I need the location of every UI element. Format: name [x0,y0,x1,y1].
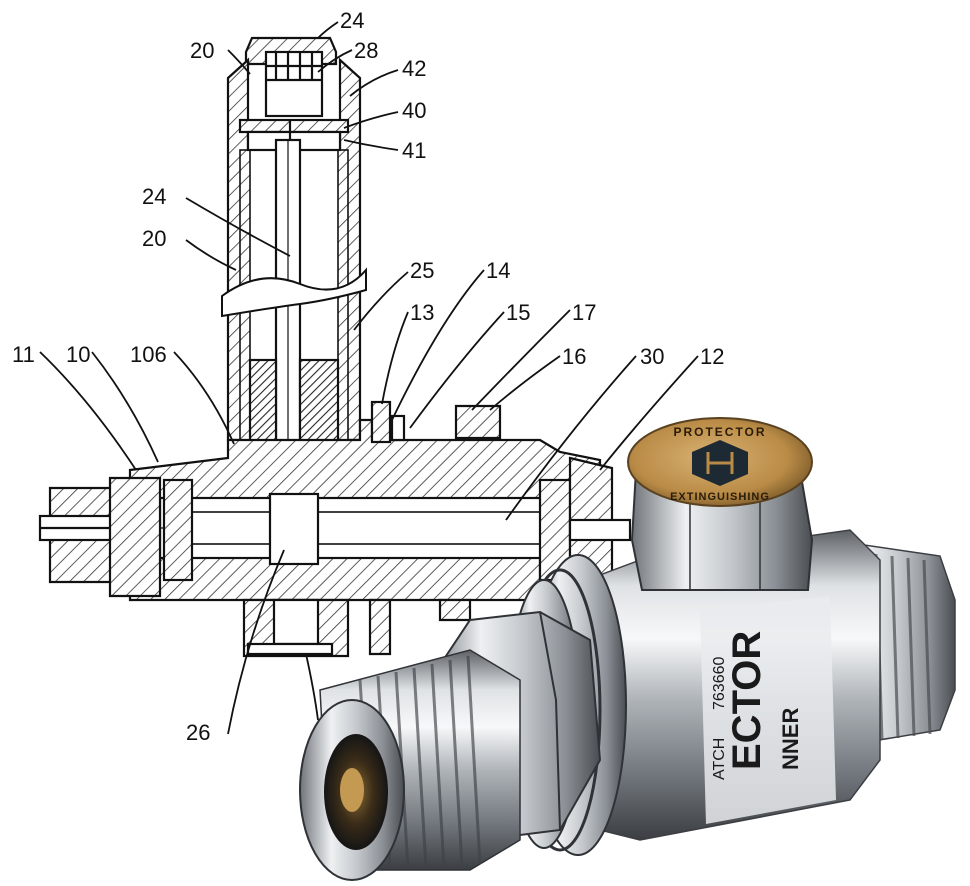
plate-40 [238,118,350,134]
callout-40: 40 [402,98,426,123]
callout-30: 30 [640,344,664,369]
cap-label-top: PROTECTOR [673,425,766,439]
callout-11: 11 [12,342,35,367]
element-28 [264,50,324,118]
shaft-30 [189,511,551,545]
cap-label-bottom: EXTINGUISHING [670,491,770,503]
body-label-brand: NNER [778,708,803,770]
callout-20-top: 20 [190,38,214,63]
nut-13 [370,400,392,444]
callout-14: 14 [486,258,510,283]
callout-17: 17 [572,300,596,325]
callout-24-mid: 24 [142,184,166,209]
callout-10: 10 [66,342,90,367]
callout-25: 25 [410,258,434,283]
callout-106: 106 [130,342,167,367]
callout-20-mid: 20 [142,226,166,251]
callout-26: 26 [186,720,210,745]
callout-41: 41 [402,138,426,163]
product-photo-arrester: ECTOR 763660 ATCH NNER [299,417,956,881]
callout-28: 28 [354,38,378,63]
top-hex-cap: PROTECTOR EXTINGUISHING [627,417,814,591]
callout-13: 13 [410,300,434,325]
callout-42: 42 [402,56,426,81]
break-line [221,267,367,318]
callout-labels: 24 28 20 42 40 41 24 20 25 14 13 15 17 1… [12,8,724,745]
callout-12: 12 [700,344,724,369]
body-label-small2: ATCH [711,738,728,780]
ring-17 [454,404,502,440]
junction-26 [268,492,320,566]
body-label-main: ECTOR [725,631,769,770]
left-threaded-connector [299,649,521,881]
body-label-small: 763660 [711,657,728,710]
callout-24-top: 24 [340,8,364,33]
body-label-band [700,596,836,824]
callout-15: 15 [506,300,530,325]
leader-lines [39,21,699,735]
callout-16: 16 [562,344,586,369]
cross-section-drawing [38,36,632,658]
